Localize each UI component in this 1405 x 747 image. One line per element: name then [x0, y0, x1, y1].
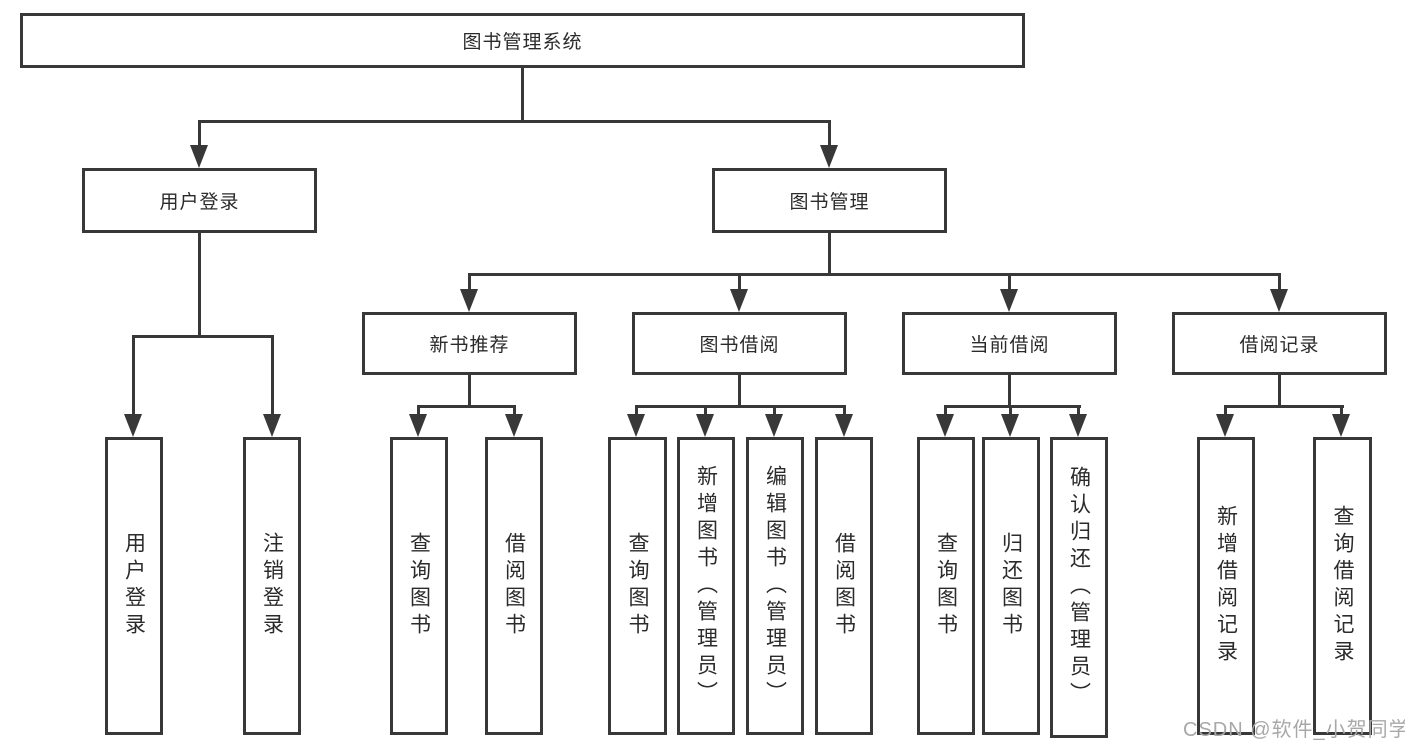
node-label: 借阅图书 — [502, 532, 526, 640]
arrow-down-icon — [263, 414, 281, 437]
connector-bar — [1224, 405, 1344, 408]
connector-drop — [843, 405, 846, 417]
arrow-down-icon — [765, 414, 783, 437]
node-label: 新增图书（管理员） — [694, 464, 718, 708]
connector-drop — [271, 335, 274, 415]
arrow-down-icon — [124, 414, 142, 437]
arrow-down-icon — [696, 414, 714, 437]
arrow-down-icon — [936, 414, 954, 437]
connector-bar — [417, 405, 516, 408]
connector-drop — [132, 335, 135, 415]
leaf-query-books: 查询图书 — [390, 437, 448, 735]
connector-drop — [1077, 405, 1080, 417]
connector-stem — [468, 375, 471, 407]
connector-drop — [944, 405, 947, 417]
arrow-down-icon — [730, 289, 748, 312]
arrow-down-icon — [1000, 289, 1018, 312]
node-label: 借阅记录 — [1239, 335, 1320, 356]
connector-drop — [1340, 405, 1343, 417]
arrow-down-icon — [835, 414, 853, 437]
connector-drop — [635, 405, 638, 417]
node-book-borrowing: 图书借阅 — [632, 312, 847, 375]
connector-stem — [1278, 375, 1281, 407]
arrow-down-icon — [627, 414, 645, 437]
node-book-management-branch: 图书管理 — [712, 168, 947, 233]
leaf-query-borrow-record: 查询借阅记录 — [1313, 437, 1372, 735]
connector-drop — [773, 405, 776, 417]
connector-drop — [1278, 273, 1281, 290]
node-borrowing-records: 借阅记录 — [1172, 312, 1387, 375]
arrow-down-icon — [1069, 414, 1087, 437]
connector-drop — [738, 273, 741, 290]
node-label: 查询图书 — [934, 532, 958, 640]
node-library-management-system: 图书管理系统 — [20, 13, 1025, 68]
arrow-down-icon — [190, 145, 208, 168]
node-label: 用户登录 — [122, 532, 146, 640]
leaf-query-books: 查询图书 — [608, 437, 667, 735]
connector-drop — [417, 405, 420, 417]
node-label: 注销登录 — [260, 532, 284, 640]
connector-book-drop — [828, 120, 831, 147]
connector-stem — [738, 375, 741, 407]
connector-drop — [1008, 273, 1011, 290]
connector-bar — [944, 405, 1081, 408]
leaf-logout: 注销登录 — [243, 437, 301, 735]
arrow-down-icon — [1270, 289, 1288, 312]
node-label: 归还图书 — [999, 532, 1023, 640]
node-label: 图书管理系统 — [462, 32, 583, 53]
node-label: 查询图书 — [407, 532, 431, 640]
leaf-return-books: 归还图书 — [982, 437, 1040, 735]
csdn-watermark: CSDN @软件_小贺同学 — [1183, 719, 1405, 741]
leaf-confirm-return-admin: 确认归还（管理员） — [1050, 437, 1108, 738]
leaf-edit-books-admin: 编辑图书（管理员） — [746, 437, 804, 735]
connector-drop — [513, 405, 516, 417]
arrow-down-icon — [820, 145, 838, 168]
connector-drop — [1009, 405, 1012, 417]
leaf-borrow-books: 借阅图书 — [485, 437, 543, 735]
node-label: 新书推荐 — [429, 335, 510, 356]
connector-root-stem — [521, 68, 524, 122]
node-label: 图书管理 — [789, 192, 870, 213]
leaf-borrow-books: 借阅图书 — [815, 437, 873, 735]
node-label: 查询借阅记录 — [1331, 505, 1354, 667]
node-label: 编辑图书（管理员） — [763, 464, 787, 708]
connector-bar — [635, 405, 846, 408]
connector-book-stem — [828, 233, 831, 273]
connector-stem — [1008, 375, 1011, 407]
node-label: 当前借阅 — [969, 335, 1050, 356]
arrow-down-icon — [505, 414, 523, 437]
connector-book-bar — [468, 273, 1281, 276]
node-label: 确认归还（管理员） — [1067, 466, 1091, 709]
node-label: 借阅图书 — [832, 532, 856, 640]
leaf-add-books-admin: 新增图书（管理员） — [677, 437, 735, 735]
leaf-add-borrow-record: 新增借阅记录 — [1197, 437, 1255, 735]
leaf-user-login: 用户登录 — [105, 437, 163, 735]
connector-root-bar — [198, 120, 831, 123]
node-current-borrowing: 当前借阅 — [902, 312, 1117, 375]
arrow-down-icon — [1216, 414, 1234, 437]
arrow-down-icon — [1001, 414, 1019, 437]
node-label: 图书借阅 — [699, 335, 780, 356]
arrow-down-icon — [460, 289, 478, 312]
connector-drop — [704, 405, 707, 417]
arrow-down-icon — [1332, 414, 1350, 437]
leaf-query-books: 查询图书 — [917, 437, 975, 735]
connector-user-stem — [198, 233, 201, 335]
node-label: 新增借阅记录 — [1214, 505, 1238, 667]
connector-user-drop — [198, 120, 201, 147]
node-label: 用户登录 — [159, 192, 240, 213]
node-new-book-recommend: 新书推荐 — [362, 312, 577, 375]
connector-user-bar — [132, 335, 274, 338]
arrow-down-icon — [409, 414, 427, 437]
connector-drop — [468, 273, 471, 290]
connector-drop — [1224, 405, 1227, 417]
node-label: 查询图书 — [626, 532, 649, 640]
node-user-login-branch: 用户登录 — [82, 168, 317, 233]
